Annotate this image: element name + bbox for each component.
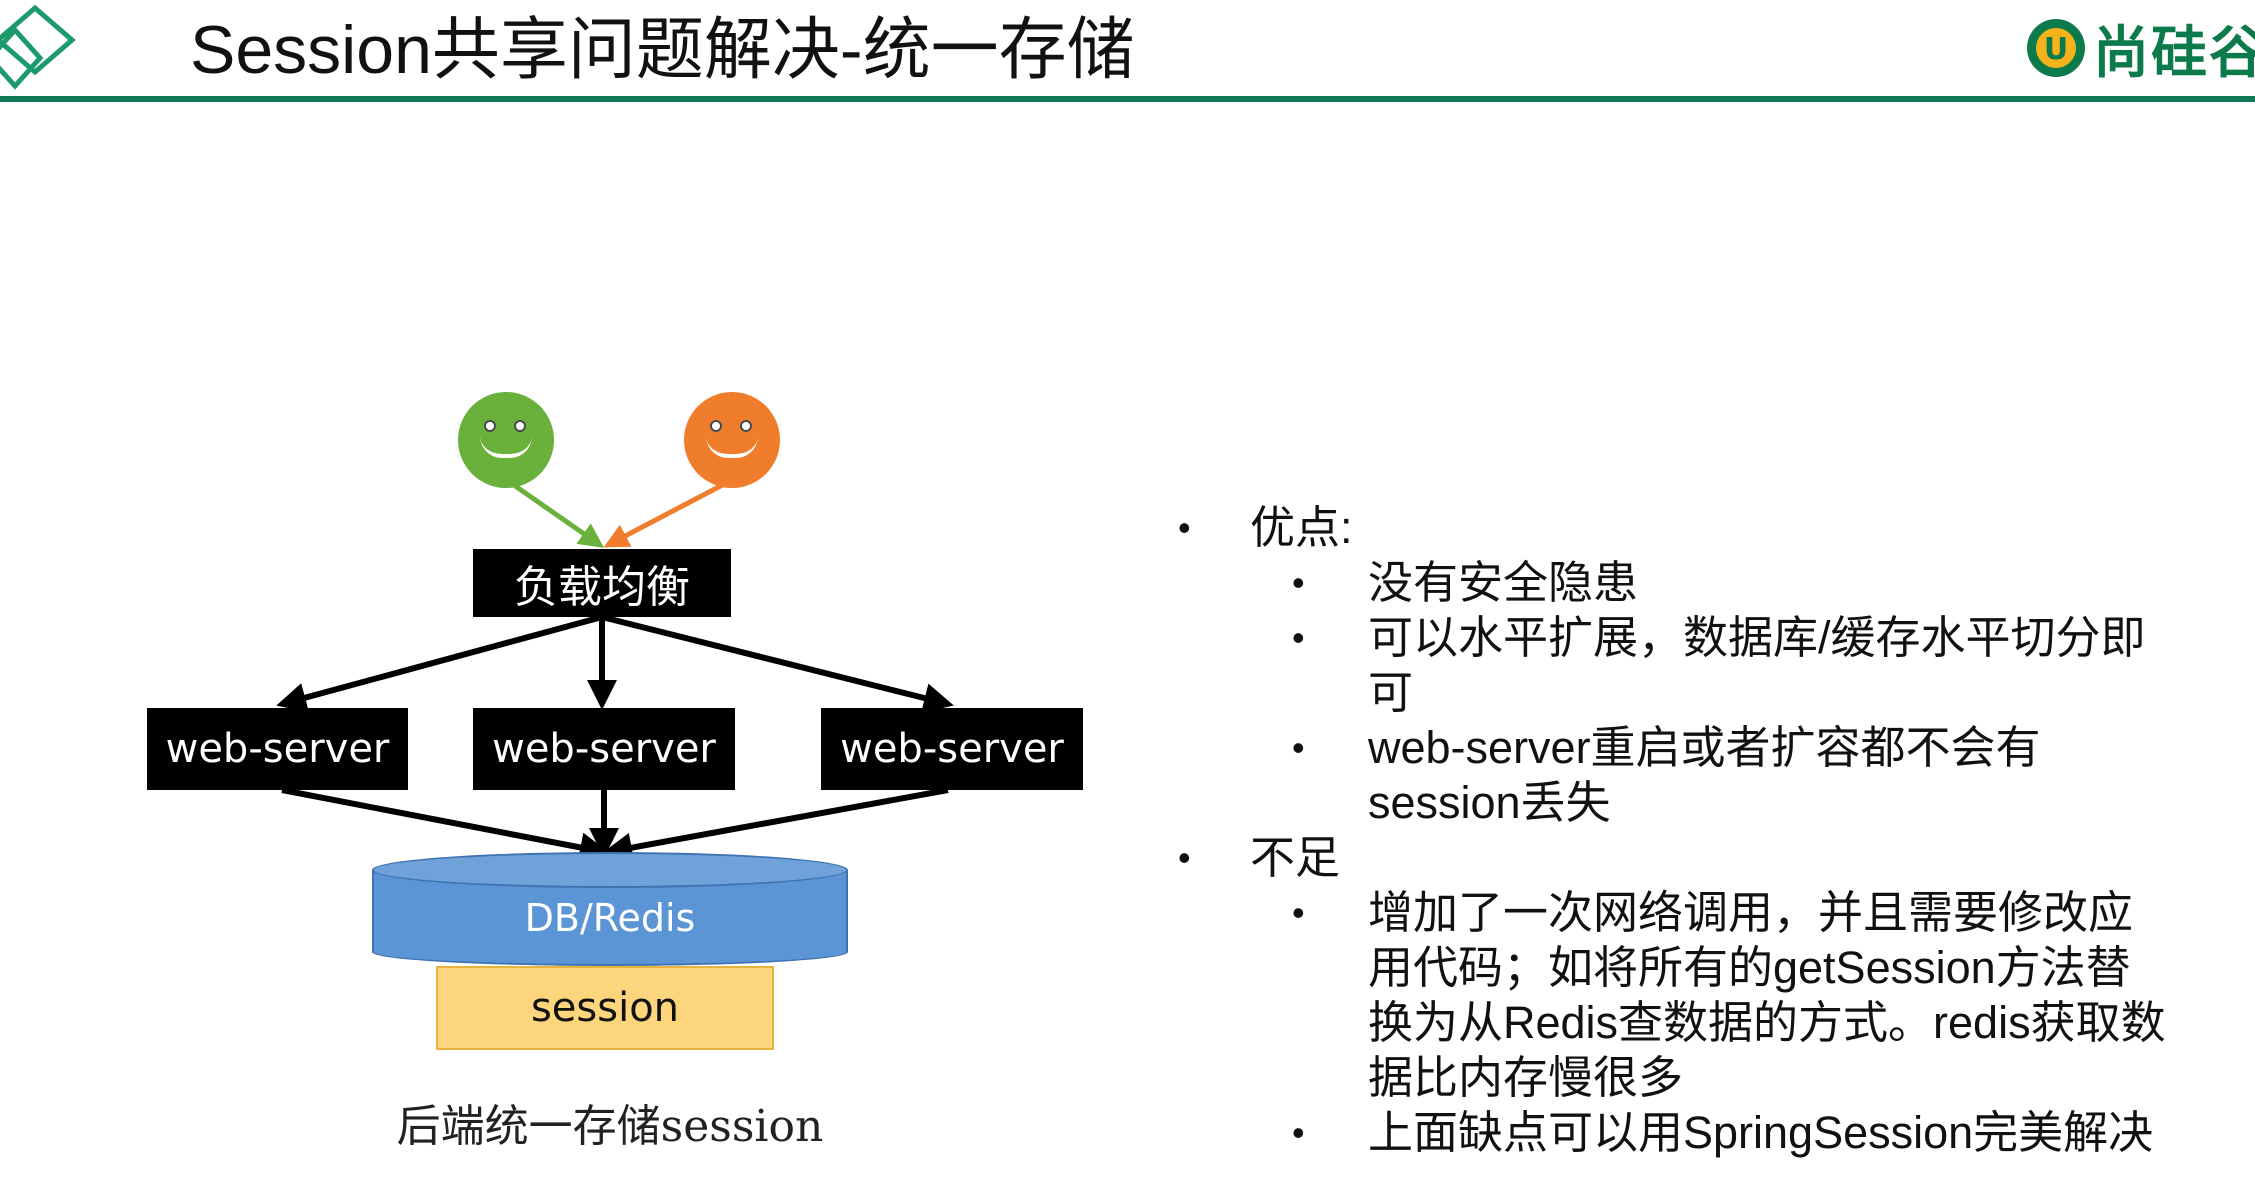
database-cylinder-top [372, 852, 848, 888]
database-label: DB/Redis [524, 896, 696, 940]
web-server-box: web-server [147, 708, 408, 790]
brand-name: 尚硅谷 [2093, 20, 2255, 84]
user-1-smiley-icon [458, 392, 554, 488]
web-server-box: web-server [821, 708, 1083, 790]
user-2-smiley-icon [684, 392, 780, 488]
disadvantage-item-continued: 换为从Redis查数据的方式。redis获取数 [1170, 995, 2240, 1050]
advantage-item-continued: session丢失 [1170, 775, 2240, 830]
advantage-text: web-server重启或者扩容都不会有 [1368, 722, 2041, 773]
disadvantage-item: • 上面缺点可以用SpringSession完美解决 [1170, 1105, 2240, 1160]
advantage-text: 没有安全隐患 [1368, 557, 1639, 608]
diagram-caption: 后端统一存储session [396, 1101, 824, 1152]
advantage-item-continued: 可 [1170, 665, 2240, 720]
header-rule [0, 96, 2255, 102]
diagram-arrows [276, 478, 954, 863]
bullet: • [1178, 837, 1191, 878]
advantages-heading-row: • 优点: [1170, 500, 2240, 555]
arrow-user1-to-lb [506, 478, 605, 548]
disadvantages-heading: 不足 [1250, 832, 1341, 883]
bullet: • [1178, 507, 1191, 548]
corner-logo [0, 4, 76, 90]
disadvantage-text: 据比内存慢很多 [1368, 1052, 1684, 1103]
advantage-text: 可 [1368, 667, 1414, 718]
bullet: • [1292, 617, 1305, 658]
brand-mark-icon: U [2027, 19, 2085, 77]
disadvantage-item-continued: 用代码；如将所有的getSession方法替 [1170, 940, 2240, 995]
bullet: • [1292, 562, 1305, 603]
disadvantage-item: • 增加了一次网络调用，并且需要修改应 [1170, 885, 2240, 940]
arrow-user2-to-lb [603, 478, 732, 548]
page-title: Session共享问题解决-统一存储 [190, 12, 1135, 88]
disadvantages-heading-row: • 不足 [1170, 830, 2240, 885]
brand-logo: U 尚硅谷 [2025, 12, 2255, 84]
bullet: • [1292, 892, 1305, 933]
arrow-lb-to-server1 [276, 614, 603, 713]
session-store-box: session [436, 966, 774, 1050]
disadvantage-text: 增加了一次网络调用，并且需要修改应 [1368, 887, 2134, 938]
web-server-box: web-server [473, 708, 735, 790]
disadvantage-text: 上面缺点可以用SpringSession完美解决 [1368, 1107, 2154, 1158]
pros-cons-list: • 优点: • 没有安全隐患 • 可以水平扩展，数据库/缓存水平切分即 可 • … [1170, 500, 2240, 1160]
arrow-lb-to-server3 [601, 614, 954, 713]
advantage-item: • 没有安全隐患 [1170, 555, 2240, 610]
advantage-text: session丢失 [1368, 777, 1611, 828]
advantages-heading: 优点: [1250, 502, 1353, 553]
disadvantage-text: 换为从Redis查数据的方式。redis获取数 [1368, 997, 2166, 1048]
load-balancer-box: 负载均衡 [473, 549, 731, 617]
architecture-diagram: 负载均衡 web-server web-server web-server DB… [0, 0, 1120, 1182]
disadvantage-item-continued: 据比内存慢很多 [1170, 1050, 2240, 1105]
arrow-server3-to-db [602, 787, 949, 863]
bullet: • [1292, 1112, 1305, 1153]
advantage-item: • web-server重启或者扩容都不会有 [1170, 720, 2240, 775]
disadvantage-text: 用代码；如将所有的getSession方法替 [1368, 942, 2131, 993]
advantage-item: • 可以水平扩展，数据库/缓存水平切分即 [1170, 610, 2240, 665]
bullet: • [1292, 727, 1305, 768]
advantage-text: 可以水平扩展，数据库/缓存水平切分即 [1368, 612, 2146, 663]
brand-mark-letter: U [2044, 32, 2068, 67]
arrow-server1-to-db [281, 787, 610, 863]
